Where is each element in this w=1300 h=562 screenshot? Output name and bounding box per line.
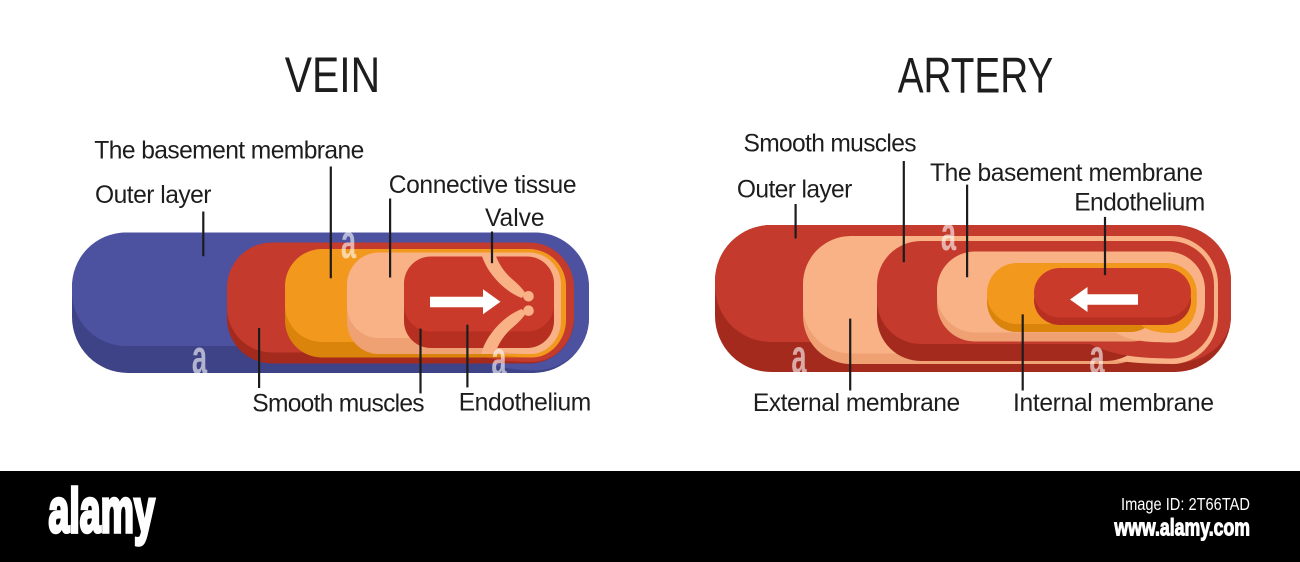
svg-text:a: a <box>491 333 506 386</box>
svg-text:Smooth muscles: Smooth muscles <box>252 391 424 418</box>
svg-text:a: a <box>941 208 956 261</box>
svg-text:a: a <box>791 331 806 384</box>
svg-text:The basement membrane: The basement membrane <box>930 160 1203 187</box>
svg-text:Outer layer: Outer layer <box>95 182 212 209</box>
svg-text:a: a <box>341 216 356 269</box>
svg-text:Internal membrane: Internal membrane <box>1013 390 1214 417</box>
svg-text:Valve: Valve <box>485 205 545 232</box>
svg-text:a: a <box>1089 331 1104 384</box>
svg-text:ARTERY: ARTERY <box>898 47 1054 104</box>
svg-text:External membrane: External membrane <box>753 390 960 417</box>
svg-text:Smooth muscles: Smooth muscles <box>744 131 917 158</box>
svg-text:Connective tissue: Connective tissue <box>389 172 577 199</box>
svg-text:Endothelium: Endothelium <box>1074 190 1205 217</box>
svg-text:Outer layer: Outer layer <box>737 177 852 204</box>
svg-text:Endothelium: Endothelium <box>459 390 592 417</box>
svg-text:www.alamy.com: www.alamy.com <box>1114 515 1250 542</box>
svg-text:a: a <box>192 332 207 385</box>
svg-text:Image ID: 2T66TAD: Image ID: 2T66TAD <box>1121 494 1250 514</box>
svg-text:The basement membrane: The basement membrane <box>94 137 364 164</box>
svg-text:VEIN: VEIN <box>285 46 380 103</box>
svg-text:alamy: alamy <box>49 476 156 545</box>
